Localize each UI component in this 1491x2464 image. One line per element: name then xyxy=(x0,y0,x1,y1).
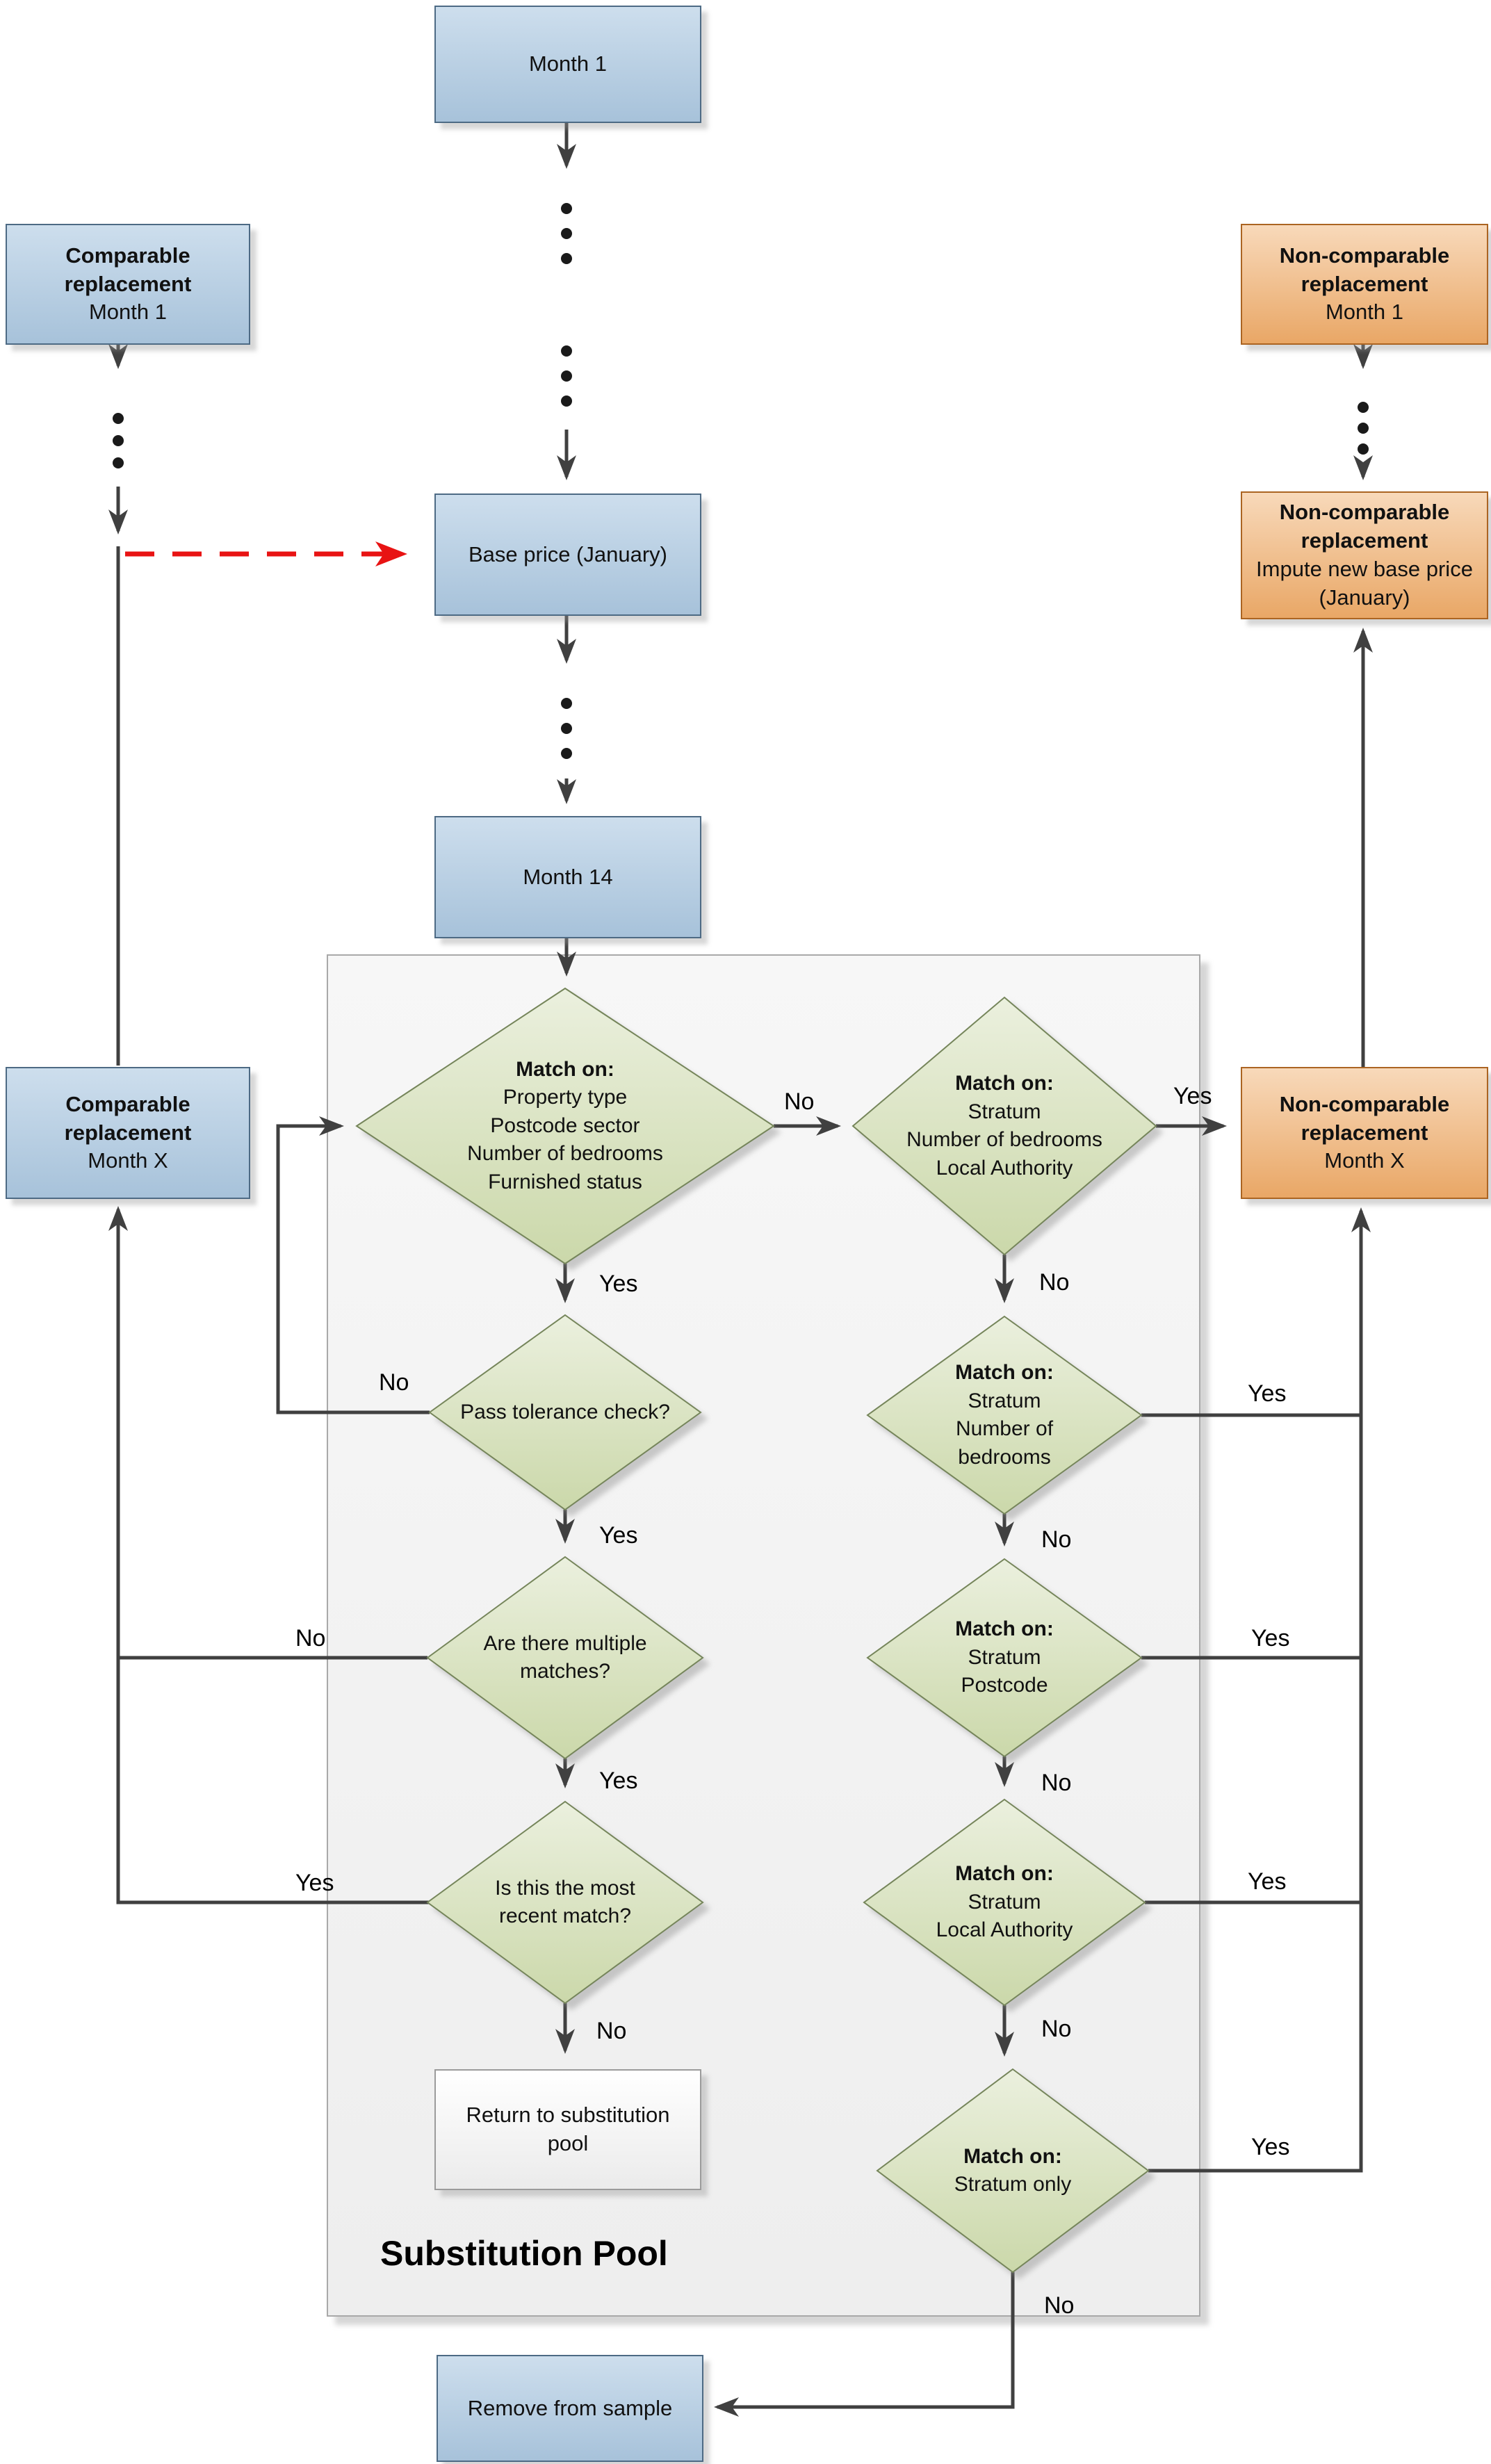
diamond-match-full-title: Match on: xyxy=(516,1057,614,1081)
label-tolerance-no: No xyxy=(379,1369,409,1396)
diamond-recent-match-text: Is this the most recent match? xyxy=(495,1876,635,1928)
node-comparable-monthx: Comparable replacement Month X xyxy=(6,1067,250,1199)
diamond-match-stratum-postcode-text: Stratum Postcode xyxy=(961,1645,1048,1697)
node-comparable-month1: Comparable replacement Month 1 xyxy=(6,224,250,345)
label-match-yes: Yes xyxy=(599,1271,638,1297)
diamond-match-full-text: Property type Postcode sector Number of … xyxy=(467,1086,663,1193)
diamond-recent-match xyxy=(426,1800,704,2005)
label-dr5-yes: Yes xyxy=(1251,2134,1290,2160)
node-month14: Month 14 xyxy=(434,816,701,938)
decision-diamonds xyxy=(355,987,1157,2274)
diamond-recent-match-label: Is this the most recent match? xyxy=(427,1802,703,2003)
node-noncomparable-month1-title: Non-comparable replacement xyxy=(1279,243,1450,296)
diamond-match-stratum-bed-label: Match on: Stratum Number of bedrooms xyxy=(867,1316,1141,1514)
edge-recent-yes-to-compmx xyxy=(108,1206,429,1904)
substitution-pool-title: Substitution Pool xyxy=(380,2234,668,2273)
node-base-price: Base price (January) xyxy=(434,493,701,616)
node-comparable-month1-title: Comparable replacement xyxy=(64,243,192,296)
node-noncomparable-impute: Non-comparable replacement Impute new ba… xyxy=(1241,491,1488,619)
node-month1-text: Month 1 xyxy=(528,51,607,76)
label-dr1-no: No xyxy=(1039,1269,1070,1296)
diamond-match-full xyxy=(355,987,775,1265)
diamond-match-stratum-only-title: Match on: xyxy=(963,2144,1062,2168)
label-dr2-no: No xyxy=(1041,1526,1072,1553)
label-multiple-no: No xyxy=(295,1625,326,1651)
diamond-tolerance-label: Pass tolerance check? xyxy=(430,1315,701,1510)
node-return-pool-text: Return to substitution pool xyxy=(466,2103,670,2155)
label-dr5-no: No xyxy=(1044,2292,1075,2319)
label-recent-yes: Yes xyxy=(295,1870,334,1896)
node-noncomparable-impute-title: Non-comparable replacement xyxy=(1279,500,1450,553)
diamond-match-full-label: Match on: Property type Postcode sector … xyxy=(357,988,774,1264)
diamond-multiple-matches-label: Are there multiple matches? xyxy=(427,1557,703,1759)
diamond-match-stratum-bed-la-title: Match on: xyxy=(955,1072,1054,1095)
node-comparable-monthx-title: Comparable replacement xyxy=(64,1091,192,1145)
diamond-match-stratum-bed-la-text: Stratum Number of bedrooms Local Authori… xyxy=(906,1100,1102,1180)
edge-tolerance-no-loop xyxy=(276,1116,430,1414)
diamond-match-stratum-la-text: Stratum Local Authority xyxy=(936,1890,1073,1942)
label-multiple-yes: Yes xyxy=(599,1768,638,1794)
diamond-match-stratum-postcode-label: Match on: Stratum Postcode xyxy=(867,1559,1141,1756)
node-noncomparable-monthx-title: Non-comparable replacement xyxy=(1279,1091,1450,1145)
diamond-match-stratum-postcode xyxy=(866,1558,1143,1758)
node-return-pool: Return to substitution pool xyxy=(434,2069,701,2190)
label-dr2-yes: Yes xyxy=(1248,1380,1287,1407)
label-match-no: No xyxy=(784,1088,815,1115)
diamond-multiple-matches-text: Are there multiple matches? xyxy=(483,1631,647,1683)
connectors xyxy=(108,120,1373,2417)
label-tolerance-yes: Yes xyxy=(599,1522,638,1549)
diamond-match-stratum-la-label: Match on: Stratum Local Authority xyxy=(864,1800,1145,2005)
diamond-match-stratum-only-label: Match on: Stratum only xyxy=(877,2069,1148,2272)
node-comparable-monthx-text: Month X xyxy=(88,1148,168,1173)
label-dr4-no: No xyxy=(1041,2016,1072,2042)
node-noncomparable-impute-text: Impute new base price (January) xyxy=(1256,557,1473,610)
node-remove-sample-text: Remove from sample xyxy=(467,2395,673,2420)
diamond-tolerance xyxy=(428,1314,702,1511)
diamond-match-stratum-bed-text: Stratum Number of bedrooms xyxy=(955,1389,1054,1469)
diamond-match-stratum-la-title: Match on: xyxy=(955,1862,1054,1886)
diamond-match-stratum-bed-la-label: Match on: Stratum Number of bedrooms Loc… xyxy=(853,997,1156,1255)
node-remove-sample: Remove from sample xyxy=(437,2355,703,2462)
diamond-match-stratum-postcode-title: Match on: xyxy=(955,1617,1054,1641)
diamond-match-stratum-la xyxy=(863,1798,1146,2007)
diamond-match-stratum-bed-la xyxy=(852,996,1157,1256)
edge-dr5-yes-to-noncompmx xyxy=(1148,1207,1371,2173)
diamond-match-stratum-bed xyxy=(866,1315,1143,1515)
node-base-price-text: Base price (January) xyxy=(468,541,667,566)
label-dr1-yes: Yes xyxy=(1173,1083,1212,1109)
node-noncomparable-monthx-text: Month X xyxy=(1324,1148,1405,1173)
node-noncomparable-month1-text: Month 1 xyxy=(1325,300,1403,325)
diamond-match-stratum-only-text: Stratum only xyxy=(954,2173,1072,2196)
label-dr3-yes: Yes xyxy=(1251,1625,1290,1651)
diamond-match-stratum-bed-title: Match on: xyxy=(955,1361,1054,1384)
node-month1: Month 1 xyxy=(434,6,701,123)
label-dr4-yes: Yes xyxy=(1248,1868,1287,1895)
label-recent-no: No xyxy=(596,2018,627,2044)
node-month14-text: Month 14 xyxy=(523,864,613,889)
node-noncomparable-monthx: Non-comparable replacement Month X xyxy=(1241,1067,1488,1199)
label-dr3-no: No xyxy=(1041,1770,1072,1796)
node-comparable-month1-text: Month 1 xyxy=(88,300,167,325)
edge-dr5-no-to-remove xyxy=(714,2272,1015,2417)
diamond-match-stratum-only xyxy=(876,2068,1150,2274)
ellipsis-dots xyxy=(113,203,1369,759)
node-noncomparable-month1: Non-comparable replacement Month 1 xyxy=(1241,224,1488,345)
diamond-multiple-matches xyxy=(426,1556,704,1760)
diamond-tolerance-text: Pass tolerance check? xyxy=(460,1400,670,1423)
